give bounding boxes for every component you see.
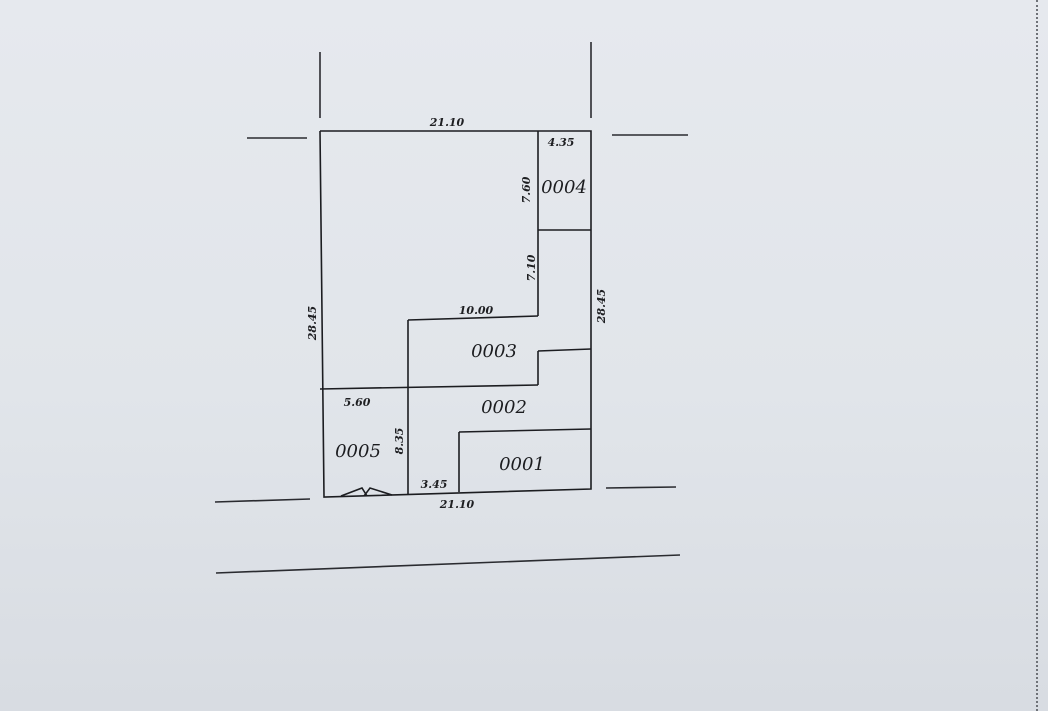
dim-entrance-gap: 3.45 <box>421 478 448 491</box>
road-lines <box>214 42 688 574</box>
partition-step-top <box>407 315 539 321</box>
plot-outline <box>319 130 592 498</box>
road-line-street <box>215 554 681 574</box>
unit-label-0002: 0002 <box>481 397 527 418</box>
unit-label-0001: 0001 <box>499 454 545 475</box>
partition-u3-bottom <box>319 384 539 390</box>
dim-right: 28.45 <box>595 289 608 324</box>
road-line-bottom-right <box>605 486 677 489</box>
gate-symbol-right <box>363 487 393 497</box>
unit-label-0004: 0004 <box>541 177 587 198</box>
dim-u5-width: 5.60 <box>344 396 371 409</box>
unit-labels: 0004 0003 0002 0001 0005 <box>335 177 587 475</box>
unit-partitions <box>319 131 592 497</box>
road-line-bottom-left <box>214 498 311 503</box>
partition-u1-top <box>458 428 592 433</box>
dimension-labels: 21.10 21.10 28.45 28.45 4.35 7.60 7.10 1… <box>306 116 608 511</box>
dim-u5-height: 8.35 <box>393 428 406 455</box>
dim-u4-width: 4.35 <box>548 136 575 149</box>
dim-inner-vertical: 7.10 <box>525 254 538 281</box>
partition-notch-top <box>537 348 592 352</box>
dim-top: 21.10 <box>429 116 465 129</box>
unit-label-0005: 0005 <box>335 441 381 462</box>
dim-left: 28.45 <box>306 306 319 341</box>
dim-inner-step: 10.00 <box>459 304 494 317</box>
gate-symbol-left <box>340 487 368 497</box>
dim-bottom: 21.10 <box>439 498 475 511</box>
dim-u4-height: 7.60 <box>520 176 533 203</box>
plot-boundary <box>319 130 592 498</box>
unit-label-0003: 0003 <box>471 341 517 362</box>
paper-edge <box>1034 0 1038 711</box>
